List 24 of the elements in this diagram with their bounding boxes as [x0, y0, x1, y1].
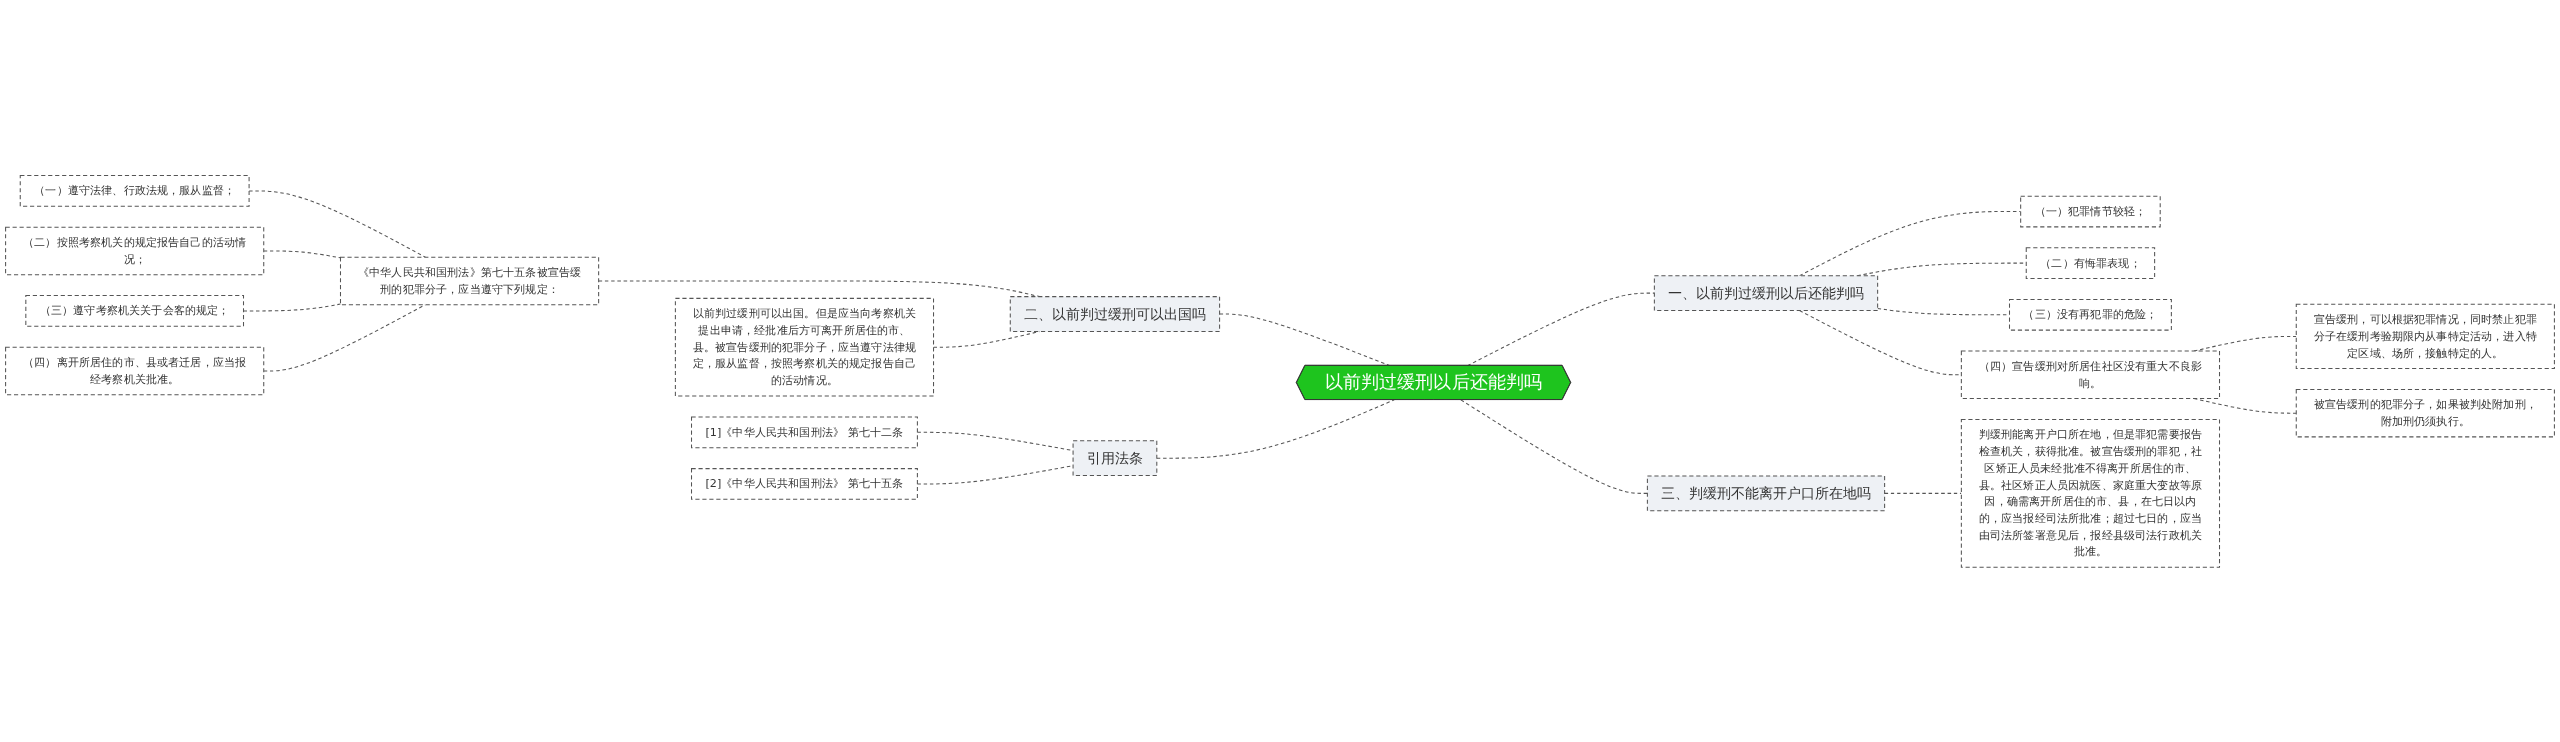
connector [243, 303, 341, 311]
node-box: 被宣告缓刑的犯罪分子，如果被判处附加刑，附加刑仍须执行。 [2295, 388, 2555, 437]
node-box: 一、以前判过缓刑以后还能判吗 [1653, 274, 1879, 311]
node-box: （四）离开所居住的市、县或者迁居，应当报经考察机关批准。 [5, 346, 265, 395]
node-box: （三）遵守考察机关关于会客的规定； [25, 294, 245, 327]
connector [1156, 398, 1395, 459]
node-box: （一）犯罪情节较轻； [2020, 195, 2161, 227]
node-box: （二）有悔罪表现； [2025, 246, 2156, 279]
node-box: （一）遵守法律、行政法规，服从监督； [19, 174, 250, 207]
connector [1799, 309, 1962, 375]
node-box: 以前判过缓刑可以出国。但是应当向考察机关提出申请，经批准后方可离开所居住的市、县。被宣告缓刑的犯罪分子，应当遵守法律规定，服从监督，按照考察机关的规定报告自己的活动情况。 [674, 297, 935, 397]
node-box: [2]《中华人民共和国刑法》 第七十五条 [691, 467, 918, 500]
node-box: （二）按照考察机关的规定报告自己的活动情况； [5, 226, 265, 275]
node-box: （四）宣告缓刑对所居住社区没有重大不良影响。 [1960, 350, 2221, 399]
connector [1460, 398, 1648, 494]
node-box: [1]《中华人民共和国刑法》 第七十二条 [691, 416, 918, 448]
node-box: 二、以前判过缓刑可以出国吗 [1009, 295, 1221, 332]
node-box: 《中华人民共和国刑法》第七十五条被宣告缓刑的犯罪分子，应当遵守下列规定： [339, 256, 600, 305]
node-box: 宣告缓刑，可以根据犯罪情况，同时禁止犯罪分子在缓刑考验期限内从事特定活动，进入特定区域、场所，接触特定的人。 [2295, 303, 2555, 369]
node-box: 引用法条 [1072, 439, 1158, 476]
node-box: 判缓刑能离开户口所在地，但是罪犯需要报告检查机关，获得批准。被宣告缓刑的罪犯，社区矫正人员未经批准不得离开所居住的市、县。社区矫正人员因就医、家庭重大变故等原因，确需离开所居住的市、县，在七日以内的，应当报经司法所批准；超过七日的，应当由司法所签署意见后，报经县级司法行政机关批准。 [1960, 418, 2221, 568]
connector [263, 303, 426, 371]
node-box: （三）没有再犯罪的危险； [2008, 298, 2172, 331]
node-box: 三、判缓刑不能离开户口所在地吗 [1646, 474, 1886, 511]
